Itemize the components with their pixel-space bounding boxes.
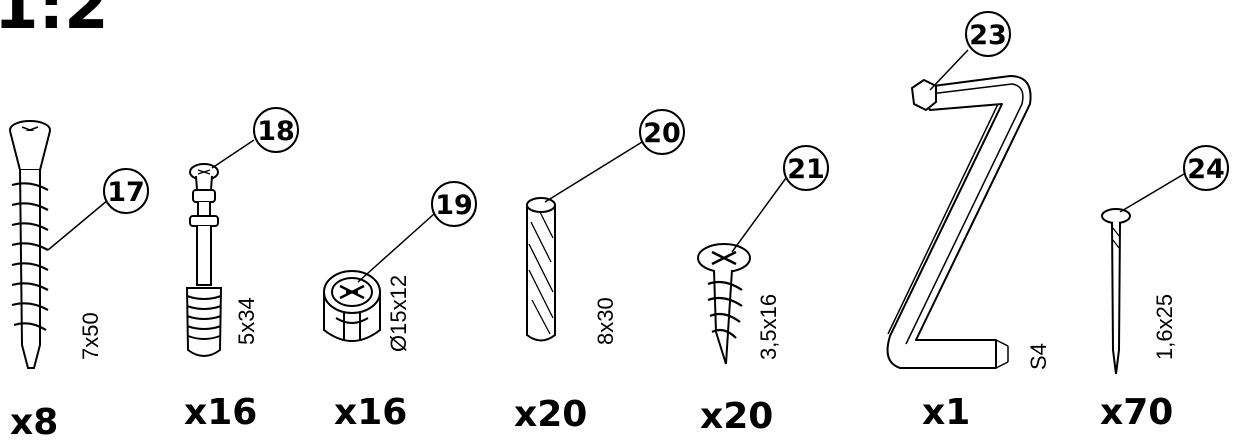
callout-circle-17	[103, 168, 149, 214]
callout-leader-24	[1119, 173, 1185, 213]
wooden-dowel-icon	[527, 198, 555, 341]
size-label-20: 8x30	[593, 297, 618, 345]
callout-number-17: 17	[107, 177, 145, 208]
quantity-label-21: x20	[700, 396, 773, 437]
size-label-23: S4	[1026, 343, 1051, 370]
callout-number-23: 23	[969, 20, 1007, 51]
callout-circle-19	[431, 181, 477, 227]
callout-circle-18	[253, 107, 299, 153]
quantity-label-18: x16	[184, 392, 257, 433]
callout-circle-24	[1183, 145, 1229, 191]
callout-number-21: 21	[787, 154, 825, 185]
callout-number-18: 18	[257, 116, 295, 147]
quantity-label-20: x20	[514, 394, 587, 435]
screw-7x50-icon	[10, 121, 50, 368]
connector-bolt-5x34-icon	[187, 164, 221, 356]
callout-leader-18	[211, 139, 255, 169]
quantity-label-23: x1	[922, 392, 970, 433]
quantity-label-17: x8	[10, 402, 58, 443]
callout-leader-20	[544, 141, 643, 203]
callout-leader-23	[929, 49, 969, 91]
quantity-label-19: x16	[334, 392, 407, 433]
cam-lock-icon	[324, 271, 380, 341]
callout-leader-21	[731, 177, 787, 253]
callout-circle-21	[783, 145, 829, 191]
size-label-21: 3,5x16	[756, 294, 781, 360]
nail-icon	[1102, 209, 1130, 374]
size-label-19: Ø15x12	[386, 275, 411, 352]
callout-circle-23	[965, 11, 1011, 57]
wood-screw-3-5x16-icon	[698, 244, 750, 364]
callout-circle-20	[639, 109, 685, 155]
callout-number-24: 24	[1187, 154, 1225, 185]
quantity-label-24: x70	[1100, 392, 1173, 433]
size-label-18: 5x34	[234, 297, 259, 345]
callout-number-19: 19	[435, 190, 473, 221]
callout-leader-19	[357, 213, 435, 283]
scale-label: 1:2	[0, 0, 109, 44]
size-label-17: 7x50	[78, 312, 103, 360]
callout-leader-17	[47, 199, 109, 251]
hex-key-icon	[888, 76, 1031, 368]
callout-number-20: 20	[643, 118, 681, 149]
size-label-24: 1,6x25	[1152, 294, 1177, 360]
